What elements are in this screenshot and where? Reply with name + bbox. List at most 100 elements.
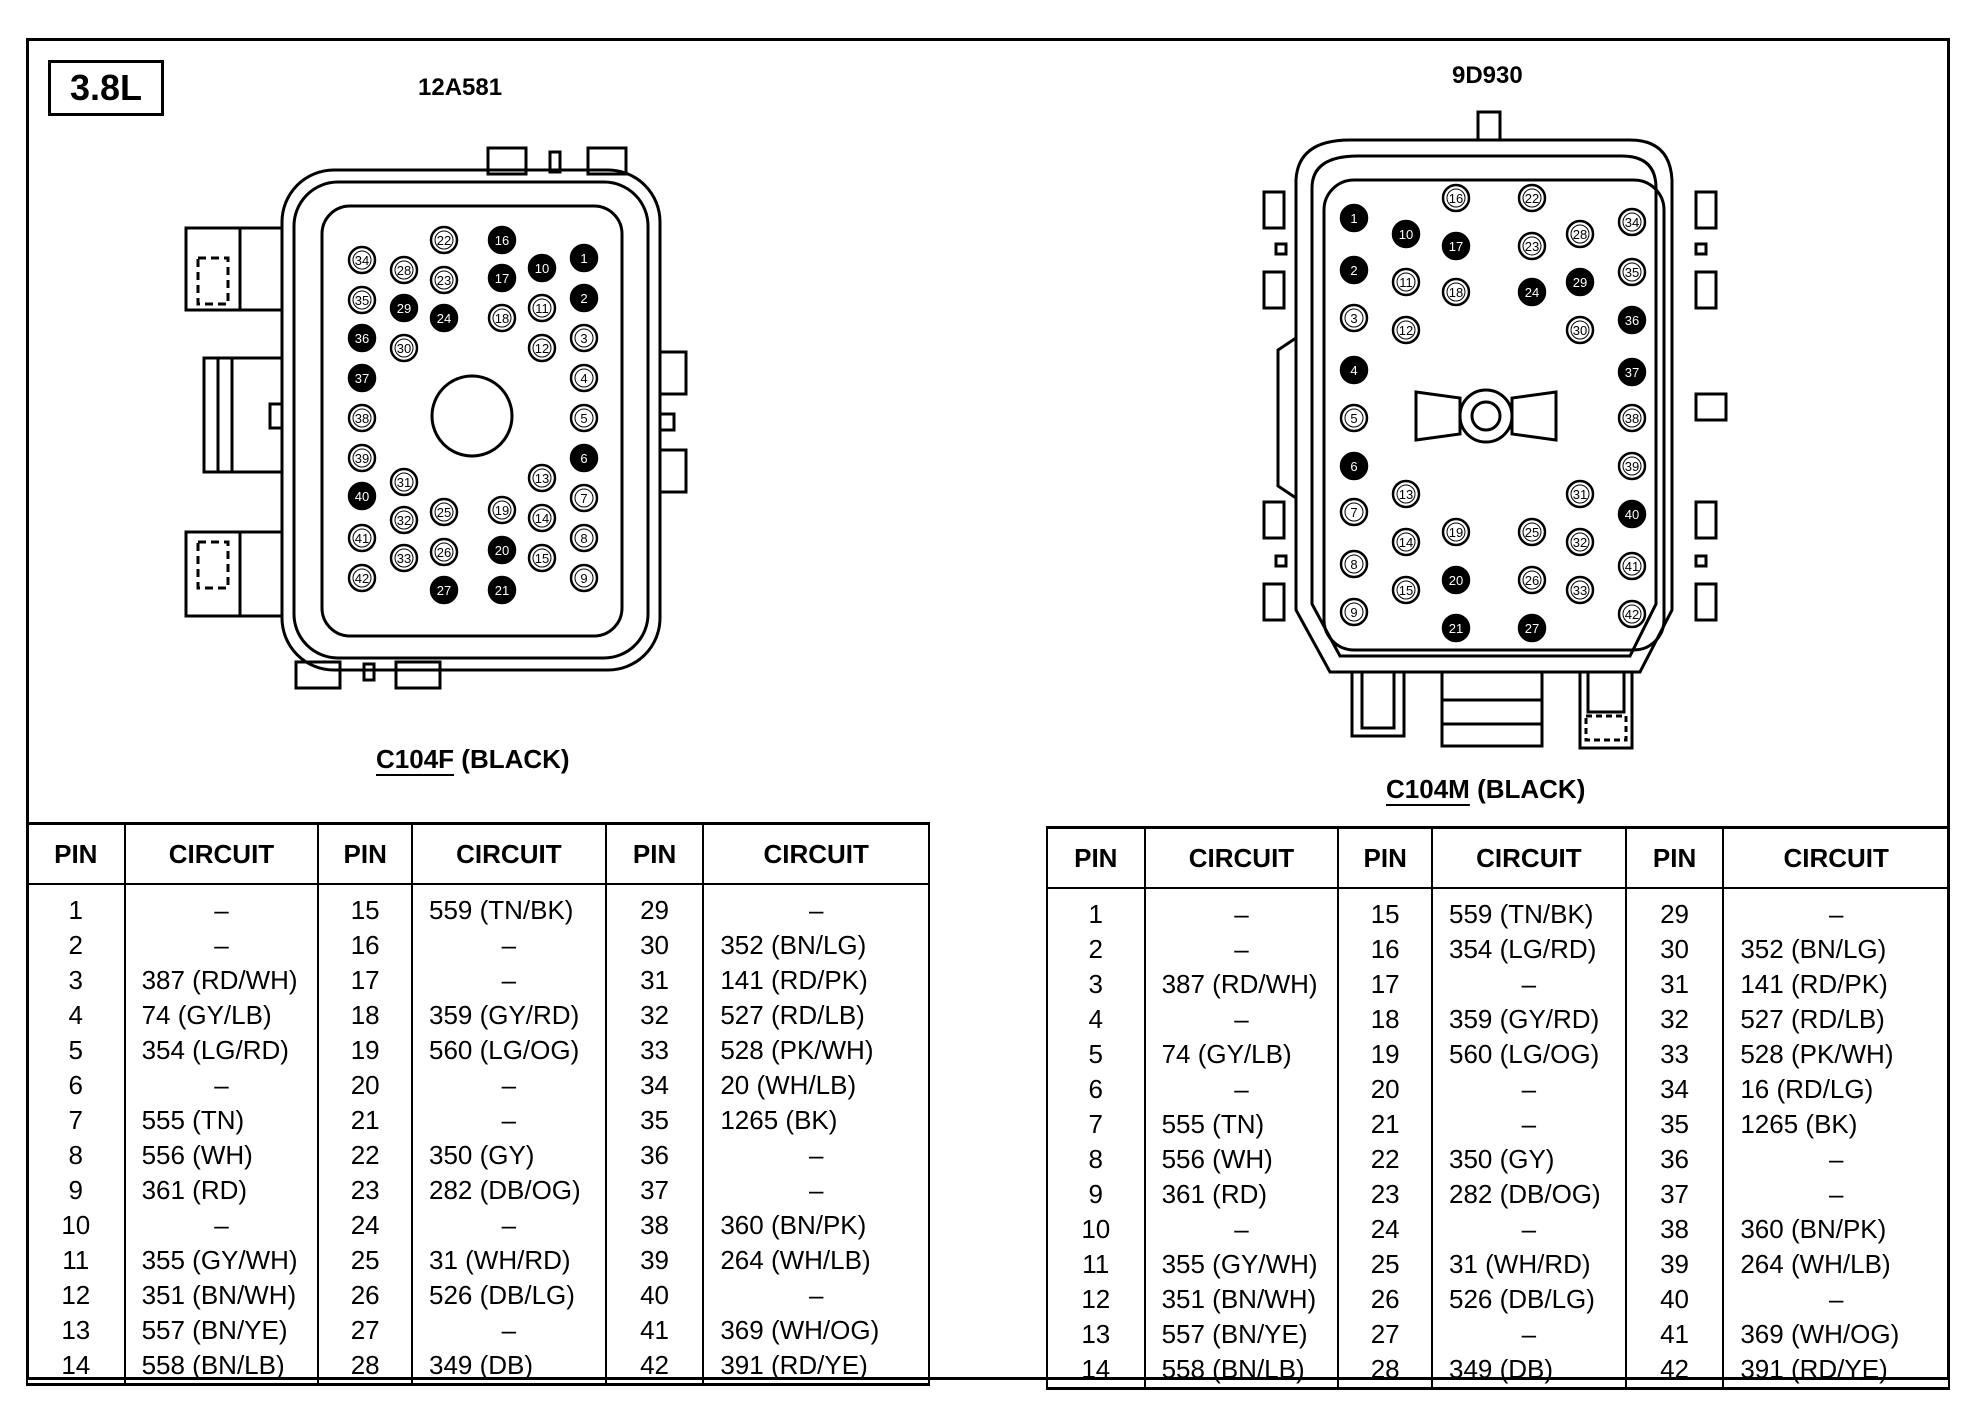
c104f-pin-label: 1	[580, 251, 587, 266]
c104m-pin-30: 30	[1565, 315, 1595, 345]
circuit-header: CIRCUIT	[1430, 826, 1627, 889]
c104f-pin-10: 10	[527, 253, 557, 283]
pin-number-cell: 31	[1624, 967, 1725, 1002]
c104f-pin-label: 25	[437, 505, 451, 520]
c104f-pin-22: 22	[429, 225, 459, 255]
pin-number-cell: 14	[26, 1348, 126, 1386]
circuit-cell: 361 (RD)	[123, 1173, 320, 1208]
c104m-pin-label: 21	[1449, 621, 1463, 636]
pin-number-cell: 10	[26, 1208, 126, 1243]
right-connector-color: (BLACK)	[1477, 774, 1586, 804]
circuit-cell: –	[123, 1208, 320, 1243]
circuit-cell: 1265 (BK)	[1722, 1107, 1950, 1142]
pin-number-cell: 25	[1337, 1247, 1433, 1282]
circuit-header: CIRCUIT	[123, 822, 320, 885]
circuit-cell: 74 (GY/LB)	[123, 998, 320, 1033]
pin-number-cell: 23	[1337, 1177, 1433, 1212]
c104f-pin-label: 10	[535, 261, 549, 276]
pin-number-cell: 26	[1337, 1282, 1433, 1317]
circuit-cell: 391 (RD/YE)	[1722, 1352, 1950, 1390]
engine-label: 3.8L	[48, 60, 164, 116]
pin-number-cell: 21	[317, 1103, 413, 1138]
pin-header: PIN	[1337, 826, 1433, 889]
pin-number-cell: 36	[1624, 1142, 1725, 1177]
c104m-pin-label: 3	[1350, 311, 1357, 326]
c104f-pin-6: 6	[569, 443, 599, 473]
pin-number-cell: 42	[1624, 1352, 1725, 1390]
c104m-pin-19: 19	[1441, 517, 1471, 547]
circuit-cell: –	[1143, 1072, 1340, 1107]
circuit-cell: 350 (GY)	[410, 1138, 607, 1173]
c104m-pin-4: 4	[1339, 355, 1369, 385]
c104m-pin-2: 2	[1339, 255, 1369, 285]
c104m-pin-6: 6	[1339, 451, 1369, 481]
c104f-pin-21: 21	[487, 575, 517, 605]
c104f-pin-label: 30	[397, 341, 411, 356]
left-connector-id: C104F	[376, 744, 455, 774]
c104f-pin-label: 32	[397, 513, 411, 528]
c104f-pin-label: 26	[437, 545, 451, 560]
c104f-pin-label: 28	[397, 263, 411, 278]
circuit-cell: 349 (DB)	[410, 1348, 607, 1386]
c104m-pin-label: 26	[1525, 573, 1539, 588]
pin-number-cell: 2	[1046, 932, 1146, 967]
c104f-pin-24: 24	[429, 303, 459, 333]
c104m-pin-25: 25	[1517, 517, 1547, 547]
c104m-pin-label: 6	[1350, 459, 1357, 474]
circuit-cell: –	[702, 1173, 930, 1208]
c104m-pin-label: 8	[1350, 557, 1357, 572]
c104m-pin-label: 33	[1573, 583, 1587, 598]
c104m-pin-40: 40	[1617, 499, 1647, 529]
pin-number-cell: 17	[317, 963, 413, 998]
pin-number-cell: 31	[604, 963, 705, 998]
c104m-pin-35: 35	[1617, 257, 1647, 287]
left-part-number: 12A581	[418, 74, 503, 101]
c104m-pin-label: 17	[1449, 239, 1463, 254]
pin-header: PIN	[317, 822, 413, 885]
circuit-cell: –	[702, 1138, 930, 1173]
circuit-cell: 355 (GY/WH)	[1143, 1247, 1340, 1282]
circuit-cell: –	[410, 1313, 607, 1348]
circuit-cell: 360 (BN/PK)	[1722, 1212, 1950, 1247]
circuit-cell: 557 (BN/YE)	[1143, 1317, 1340, 1352]
c104f-pin-label: 16	[495, 233, 509, 248]
pin-number-cell: 16	[317, 928, 413, 963]
pin-number-cell: 24	[317, 1208, 413, 1243]
c104m-pin-label: 7	[1350, 505, 1357, 520]
c104f-pin-label: 14	[535, 511, 549, 526]
left-connector-caption: C104F (BLACK)	[376, 744, 570, 775]
c104f-pin-30: 30	[389, 333, 419, 363]
pin-number-cell: 7	[1046, 1107, 1146, 1142]
c104f-pin-label: 41	[355, 531, 369, 546]
c104m-pin-label: 31	[1573, 487, 1587, 502]
circuit-cell: 555 (TN)	[123, 1103, 320, 1138]
c104m-pin-label: 20	[1449, 573, 1463, 588]
c104m-pin-41: 41	[1617, 551, 1647, 581]
circuit-cell: –	[123, 884, 320, 928]
circuit-cell: 351 (BN/WH)	[123, 1278, 320, 1313]
circuit-cell: 141 (RD/PK)	[1722, 967, 1950, 1002]
pin-number-cell: 41	[604, 1313, 705, 1348]
circuit-cell: 558 (BN/LB)	[1143, 1352, 1340, 1390]
c104m-pin-13: 13	[1391, 479, 1421, 509]
c104m-pin-9: 9	[1339, 597, 1369, 627]
circuit-cell: 282 (DB/OG)	[410, 1173, 607, 1208]
pin-number-cell: 33	[1624, 1037, 1725, 1072]
circuit-cell: –	[123, 1068, 320, 1103]
pin-number-cell: 29	[604, 884, 705, 928]
pin-number-cell: 30	[604, 928, 705, 963]
c104m-pin-label: 37	[1625, 365, 1639, 380]
c104m-pin-label: 34	[1625, 215, 1639, 230]
c104m-pin-28: 28	[1565, 219, 1595, 249]
c104f-pin-27: 27	[429, 575, 459, 605]
pin-number-cell: 5	[1046, 1037, 1146, 1072]
c104m-pin-14: 14	[1391, 527, 1421, 557]
